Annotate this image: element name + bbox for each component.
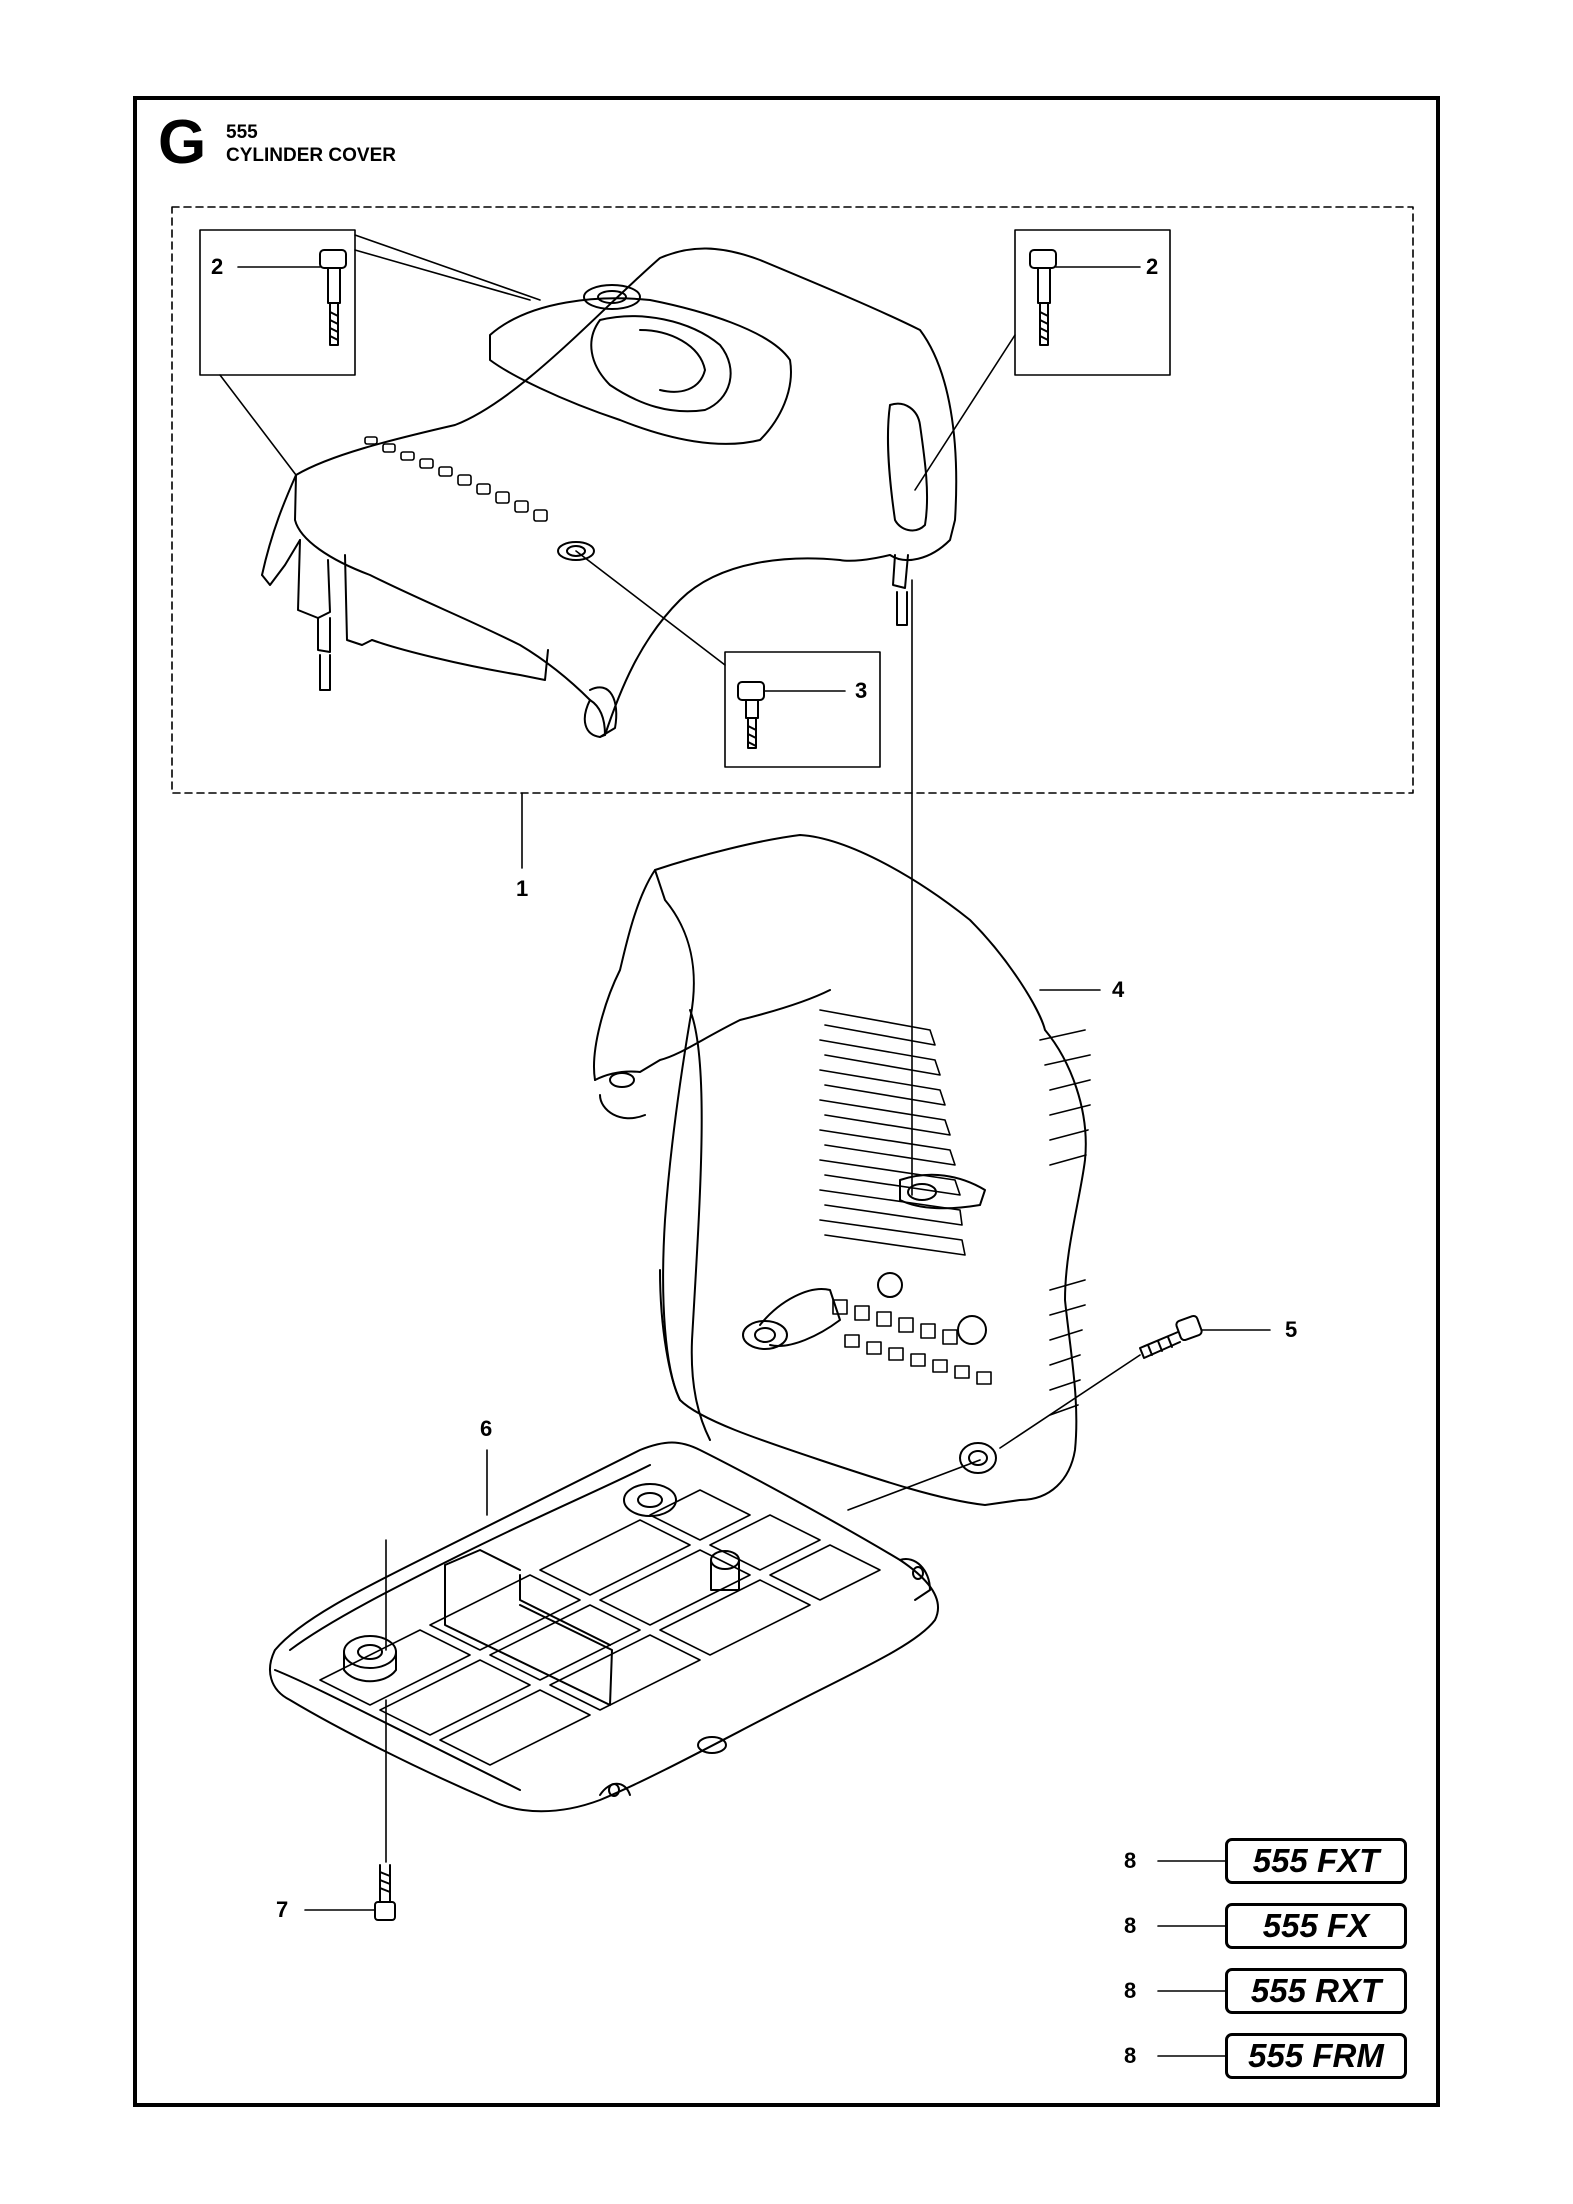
screw-2-right-box [1014, 229, 1171, 376]
screw-2-left-box [199, 229, 356, 376]
callout-1: 1 [516, 876, 529, 901]
callout-4: 4 [1112, 977, 1125, 1002]
callout-3: 3 [855, 678, 868, 703]
bottom-plate-drawing [269, 1441, 940, 1813]
variant-ref-fxt: 8 [1124, 1848, 1137, 1873]
screw-5-drawing [1139, 1314, 1203, 1359]
model-code: 555 [226, 122, 258, 143]
callout-6: 6 [480, 1416, 493, 1441]
callout-7: 7 [276, 1897, 289, 1922]
variant-ref-fx: 8 [1124, 1913, 1137, 1938]
callout-2-right: 2 [1146, 254, 1159, 279]
variant-badge-rxt: 555 RXT [1225, 1968, 1407, 2014]
callout-2-left: 2 [211, 254, 224, 279]
cylinder-shroud-drawing [593, 834, 1091, 1506]
screw-2-right-drawing [1029, 249, 1057, 346]
section-letter: G [158, 108, 207, 177]
screw-3-drawing [737, 681, 765, 749]
callout-5: 5 [1285, 1317, 1298, 1342]
screw-3-box [724, 651, 881, 768]
section-title: CYLINDER COVER [226, 145, 396, 166]
kit-group-outline [171, 206, 1414, 794]
screw-2-left-drawing [319, 249, 347, 346]
variant-ref-rxt: 8 [1124, 1978, 1137, 2003]
variant-ref-frm: 8 [1124, 2043, 1137, 2068]
variant-badge-frm: 555 FRM [1225, 2033, 1407, 2079]
variant-badge-fxt: 555 FXT [1225, 1838, 1407, 1884]
upper-cover-drawing [261, 247, 958, 738]
screw-7-drawing [374, 1864, 396, 1921]
variant-badge-fx: 555 FX [1225, 1903, 1407, 1949]
page-frame [133, 96, 1440, 2107]
leader-lines [237, 266, 1271, 2057]
